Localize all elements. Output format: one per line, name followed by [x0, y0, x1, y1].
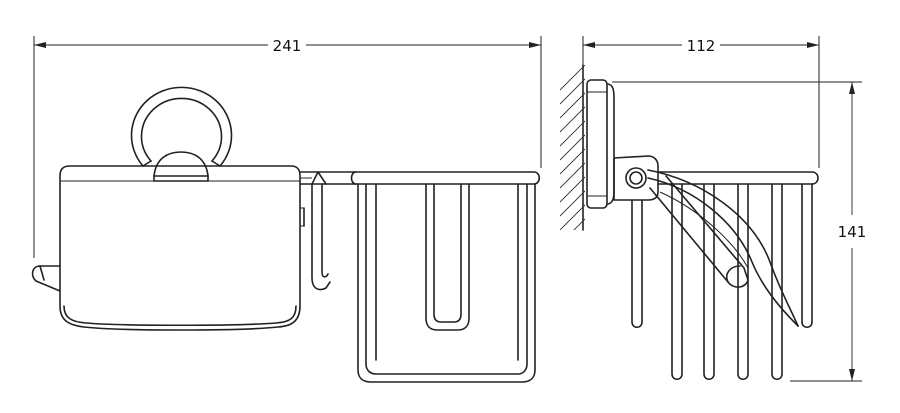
swing-loops — [647, 169, 799, 327]
connecting-bar — [299, 171, 357, 185]
side-view: 112 141 — [560, 36, 867, 382]
front-view: 241 — [31, 36, 542, 383]
depth-dimension: 112 — [582, 36, 820, 168]
width-dimension: 241 — [33, 36, 542, 258]
side-top-rail — [657, 171, 819, 185]
wall-hatching — [560, 64, 585, 231]
depth-dimension-label: 112 — [687, 37, 716, 55]
hinge-block — [613, 155, 659, 201]
basket-front — [350, 171, 541, 383]
width-dimension-label: 241 — [273, 37, 302, 55]
paper-cover — [59, 165, 305, 331]
roll-pin — [31, 265, 61, 292]
wall-plate — [586, 79, 615, 209]
cover-hinge-knob — [153, 151, 209, 182]
j-hook — [311, 171, 331, 291]
mount-ring — [130, 86, 233, 167]
height-dimension: 141 — [612, 81, 867, 382]
height-dimension-label: 141 — [838, 223, 867, 241]
hinge-arm — [649, 175, 749, 288]
side-wires — [631, 183, 813, 381]
